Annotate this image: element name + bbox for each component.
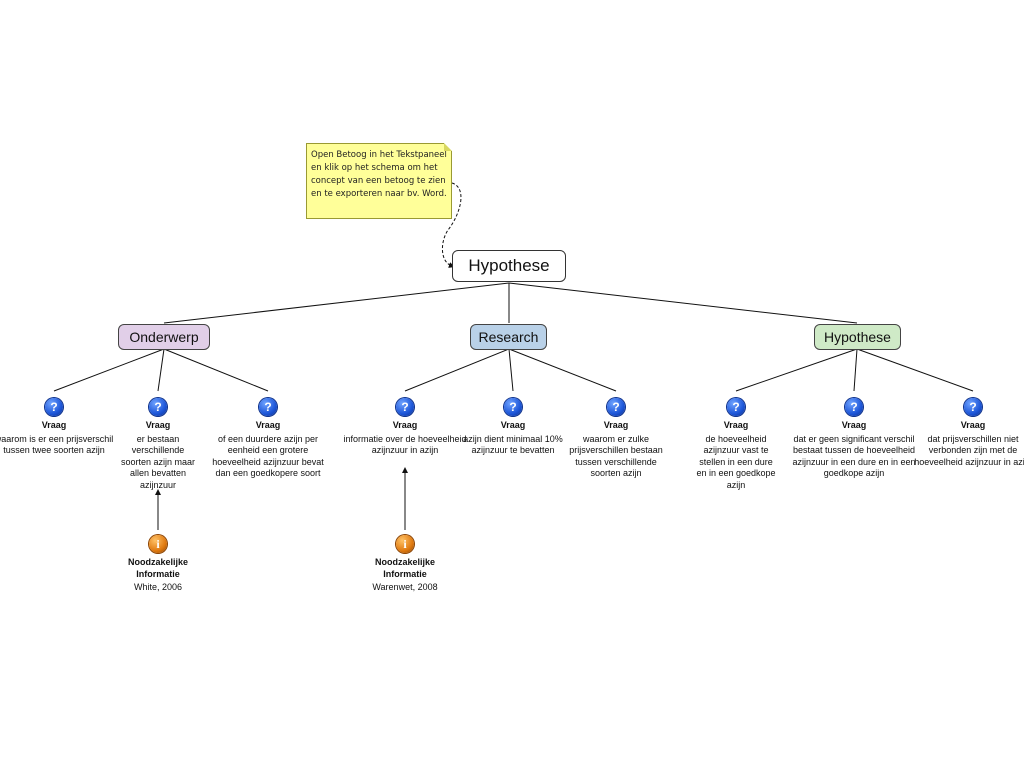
sticky-note[interactable]: Open Betoog in het Tekstpaneel en klik o… (306, 143, 452, 219)
info-node[interactable]: i Noodzakelijke Informatie Warenwet, 200… (343, 535, 467, 594)
root-node-hypothese[interactable]: Hypothese (452, 250, 566, 282)
question-type: Vraag (841, 420, 867, 430)
question-type: Vraag (41, 420, 67, 430)
note-connector (442, 182, 462, 268)
question-node[interactable]: ? Vraag waarom is er een prijsverschil t… (0, 398, 116, 457)
question-icon: ? (149, 398, 167, 416)
question-text: waarom is er een prijsverschil tussen tw… (0, 433, 114, 456)
question-icon: ? (396, 398, 414, 416)
connector-research-q2 (508, 348, 514, 392)
question-node[interactable]: ? Vraag dat er geen significant verschil… (792, 398, 916, 480)
connector-onderwerp-q2 (157, 348, 165, 392)
question-type: Vraag (145, 420, 171, 430)
question-text: of een duurdere azijn per eenheid een gr… (212, 433, 324, 479)
question-type: Vraag (723, 420, 749, 430)
question-icon: ? (727, 398, 745, 416)
info-type: Noodzakelijke Informatie (374, 557, 436, 579)
connector-onderwerp-q3 (163, 348, 269, 392)
question-type: Vraag (603, 420, 629, 430)
info-source: Warenwet, 2008 (372, 582, 438, 592)
question-node[interactable]: ? Vraag er bestaan verschillende soorten… (96, 398, 220, 491)
branch-node-research[interactable]: Research (470, 324, 547, 350)
connector-hypothese-q3 (856, 348, 974, 392)
question-text: dat er geen significant verschil bestaat… (792, 433, 916, 479)
connector-hypothese-q1 (735, 348, 858, 392)
connector-research-q3 (508, 348, 617, 392)
info-source: White, 2006 (133, 582, 183, 592)
connector-research-q1 (404, 348, 510, 392)
question-node[interactable]: ? Vraag waarom er zulke prijsverschillen… (554, 398, 678, 480)
info-node[interactable]: i Noodzakelijke Informatie White, 2006 (96, 535, 220, 594)
question-icon: ? (504, 398, 522, 416)
connector-root-onderwerp (163, 282, 510, 324)
question-icon: ? (607, 398, 625, 416)
question-text: azijn dient minimaal 10% azijnzuur te be… (463, 433, 563, 456)
question-type: Vraag (255, 420, 281, 430)
question-text: er bestaan verschillende soorten azijn m… (120, 433, 196, 490)
connector-root-hypothese (508, 282, 858, 324)
question-type: Vraag (960, 420, 986, 430)
connector-onderwerp-q1 (53, 348, 165, 392)
question-node[interactable]: ? Vraag of een duurdere azijn per eenhei… (206, 398, 330, 480)
question-text: waarom er zulke prijsverschillen bestaan… (569, 433, 663, 479)
connector-hypothese-q2 (853, 348, 858, 392)
branch-node-hypothese[interactable]: Hypothese (814, 324, 901, 350)
question-icon: ? (45, 398, 63, 416)
question-node[interactable]: ? Vraag de hoeveelheid azijnzuur vast te… (674, 398, 798, 491)
question-icon: ? (964, 398, 982, 416)
question-node[interactable]: ? Vraag informatie over de hoeveelheid a… (343, 398, 467, 457)
question-icon: ? (845, 398, 863, 416)
question-icon: ? (259, 398, 277, 416)
question-type: Vraag (392, 420, 418, 430)
info-icon: i (396, 535, 414, 553)
question-node[interactable]: ? Vraag dat prijsverschillen niet verbon… (911, 398, 1024, 468)
info-type: Noodzakelijke Informatie (127, 557, 189, 579)
branch-node-onderwerp[interactable]: Onderwerp (118, 324, 210, 350)
question-text: informatie over de hoeveelheid azijnzuur… (343, 433, 467, 456)
question-type: Vraag (500, 420, 526, 430)
info-icon: i (149, 535, 167, 553)
question-node[interactable]: ? Vraag azijn dient minimaal 10% azijnzu… (451, 398, 575, 457)
question-text: dat prijsverschillen niet verbonden zijn… (914, 433, 1024, 467)
question-text: de hoeveelheid azijnzuur vast te stellen… (696, 433, 776, 490)
